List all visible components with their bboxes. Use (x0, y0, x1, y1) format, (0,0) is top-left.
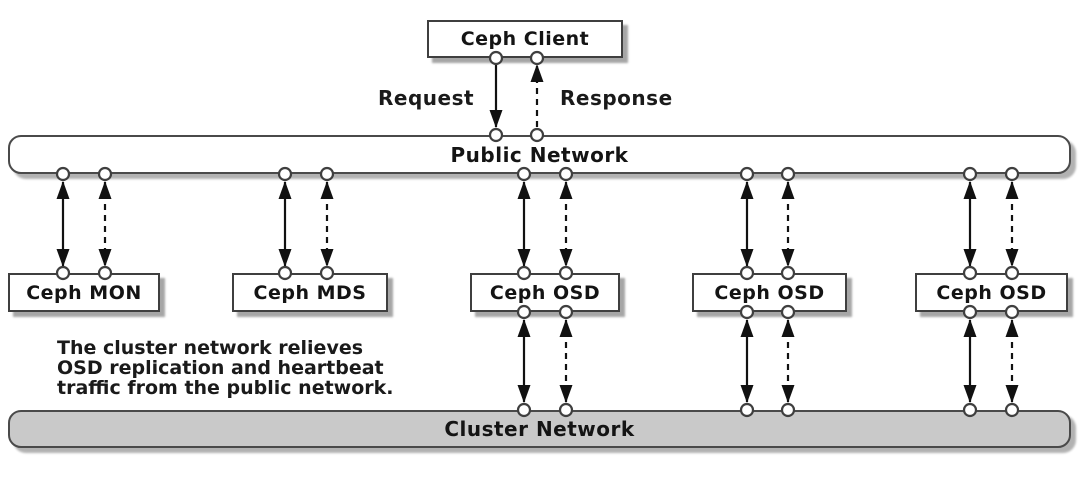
public-network-label: Public Network (450, 142, 629, 167)
response-edge-label: Response (560, 86, 673, 110)
public-osd3-arrows (963, 181, 1019, 267)
cluster-network-note: The cluster network relieves OSD replica… (57, 338, 394, 398)
node-ceph-mon: Ceph MON (8, 273, 160, 312)
osd1-cluster-arrows (517, 319, 573, 403)
request-edge-label: Request (378, 86, 475, 110)
public-mds-arrows (278, 181, 334, 267)
cluster-network-bar: Cluster Network (8, 410, 1071, 448)
public-osd2-arrows (740, 181, 795, 267)
public-network-bar: Public Network (8, 135, 1071, 174)
node-ceph-client: Ceph Client (427, 20, 623, 58)
osd3-cluster-arrows (963, 319, 1019, 403)
client-public-arrows (489, 64, 544, 128)
node-ceph-mds: Ceph MDS (232, 273, 388, 312)
node-ceph-osd-3-label: Ceph OSD (936, 281, 1047, 304)
node-ceph-osd-1: Ceph OSD (470, 273, 620, 312)
node-ceph-osd-3: Ceph OSD (915, 273, 1068, 312)
note-line-2: OSD replication and heartbeat (57, 357, 384, 379)
node-ceph-osd-2-label: Ceph OSD (714, 281, 825, 304)
note-line-3: traffic from the public network. (57, 377, 394, 399)
note-line-1: The cluster network relieves (57, 337, 364, 359)
public-mon-arrows (56, 181, 112, 267)
cluster-network-label: Cluster Network (444, 417, 635, 441)
node-ceph-osd-2: Ceph OSD (692, 273, 847, 312)
node-ceph-mon-label: Ceph MON (26, 281, 142, 304)
node-ceph-client-label: Ceph Client (460, 28, 590, 50)
public-osd1-arrows (517, 181, 573, 267)
node-ceph-osd-1-label: Ceph OSD (489, 281, 601, 304)
osd2-cluster-arrows (740, 319, 795, 403)
node-ceph-mds-label: Ceph MDS (253, 281, 367, 304)
